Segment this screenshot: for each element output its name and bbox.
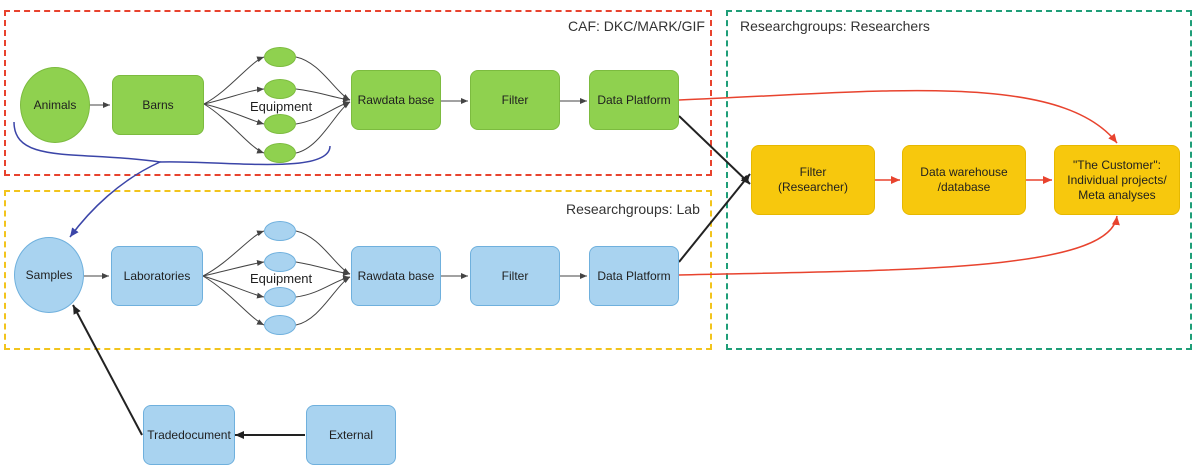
node-equipment-bottom-4	[264, 315, 296, 335]
node-platform-bottom: Data Platform	[589, 246, 679, 306]
caf-region	[4, 10, 712, 176]
edge-platform-bottom-filter-researcher	[678, 173, 751, 263]
edge-barns-equipment	[203, 56, 265, 154]
node-samples: Samples	[14, 237, 84, 313]
node-animals: Animals	[20, 67, 90, 143]
node-filter-bottom: Filter	[470, 246, 560, 306]
node-equipment-top-4	[264, 143, 296, 163]
edge-animals-samples	[13, 121, 331, 238]
node-platform-top: Data Platform	[589, 70, 679, 130]
node-tradedocument: Tradedocument	[143, 405, 235, 465]
edge-laboratories-equipment	[202, 230, 265, 326]
researchers-region	[726, 10, 1192, 350]
edge-platform-top-filter-researcher	[678, 115, 751, 185]
edge-equipment-rawdata-bottom	[295, 230, 351, 326]
node-filter-top: Filter	[470, 70, 560, 130]
lab-region	[4, 190, 712, 350]
researchers-region-label: Researchgroups: Researchers	[740, 18, 930, 34]
edge-equipment-rawdata-top	[295, 56, 351, 154]
edge-platform-top-customer	[678, 89, 1118, 144]
lab-region-label: Researchgroups: Lab	[566, 201, 700, 217]
node-barns: Barns	[112, 75, 204, 135]
node-warehouse: Data warehouse /database	[902, 145, 1026, 215]
caf-region-label: CAF: DKC/MARK/GIF	[568, 18, 705, 34]
node-equipment-bottom-1	[264, 221, 296, 241]
edge-tradedocument-samples	[72, 304, 143, 436]
node-external: External	[306, 405, 396, 465]
node-laboratories: Laboratories	[111, 246, 203, 306]
node-filter-researcher: Filter (Researcher)	[751, 145, 875, 215]
equipment-bottom-label: Equipment	[250, 271, 313, 286]
node-rawdata-bottom: Rawdata base	[351, 246, 441, 306]
node-rawdata-top: Rawdata base	[351, 70, 441, 130]
node-equipment-bottom-2	[264, 252, 296, 272]
equipment-top-label: Equipment	[250, 99, 313, 114]
edge-platform-bottom-customer	[678, 215, 1120, 276]
node-equipment-top-1	[264, 47, 296, 67]
node-equipment-top-3	[264, 114, 296, 134]
node-customer: "The Customer": Individual projects/ Met…	[1054, 145, 1180, 215]
node-equipment-top-2	[264, 79, 296, 99]
node-equipment-bottom-3	[264, 287, 296, 307]
